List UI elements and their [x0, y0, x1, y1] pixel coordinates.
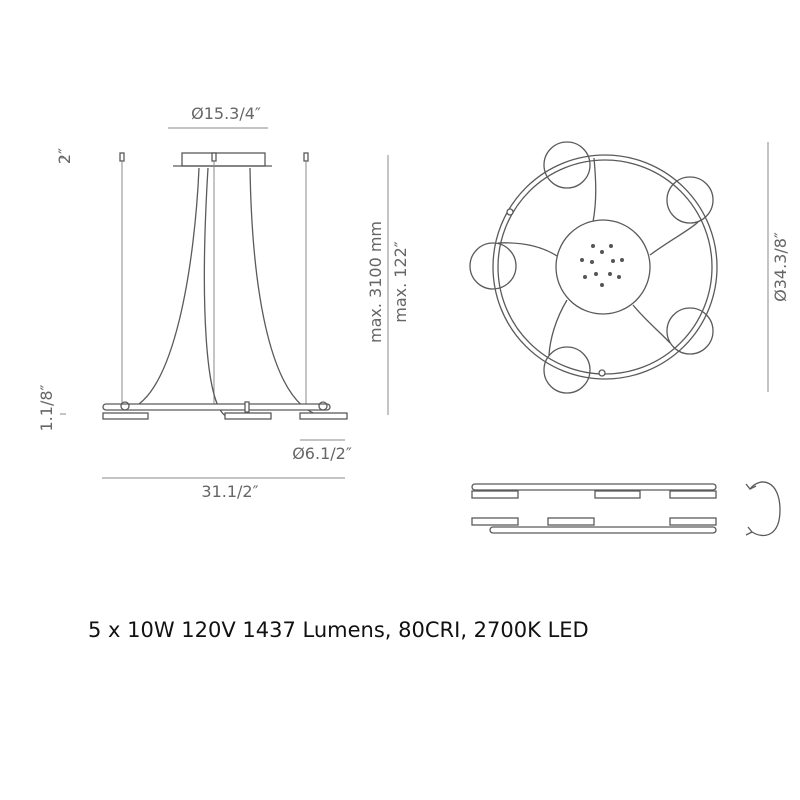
- light-disc: [299, 412, 348, 420]
- ring-joint: [506, 208, 514, 216]
- ring-outer: [492, 154, 718, 380]
- canopy-height-label: 2″: [55, 148, 74, 164]
- light-disc: [224, 412, 272, 420]
- ring-clip: [120, 401, 130, 411]
- max-drop-mm-label: max. 3100 mm: [366, 221, 385, 343]
- ring-clip: [244, 401, 250, 413]
- light-disc: [547, 517, 595, 526]
- top-view: Ø34.3/8″: [469, 141, 790, 394]
- specs-caption: 5 x 10W 120V 1437 Lumens, 80CRI, 2700K L…: [88, 618, 589, 642]
- shade-diameter-label: Ø6.1/2″: [292, 444, 352, 463]
- arm-cable: [548, 299, 568, 356]
- lamp-head: [666, 307, 714, 355]
- canopy-diameter-label: Ø15.3/4″: [191, 104, 261, 123]
- ring-clip: [318, 401, 328, 411]
- light-disc: [102, 412, 149, 420]
- rotate-icon: [745, 481, 781, 537]
- ceiling-anchor: [211, 152, 217, 162]
- lamp-head: [543, 141, 591, 189]
- overall-width-label: 31.1/2″: [201, 482, 258, 501]
- lamp-head: [543, 346, 591, 394]
- lamp-head: [666, 176, 714, 224]
- fixture-height-label: 1.1/8″: [37, 384, 56, 431]
- power-cable: [249, 167, 323, 417]
- ceiling-anchor: [119, 152, 125, 162]
- light-disc: [471, 517, 519, 526]
- light-disc: [669, 517, 717, 526]
- side-view-upright: [471, 483, 717, 499]
- ring-bar: [489, 526, 717, 534]
- power-cable: [203, 167, 227, 417]
- arm-cable: [592, 157, 597, 223]
- light-disc: [471, 490, 519, 499]
- side-view-inverted: [471, 517, 717, 534]
- arm-cable: [649, 221, 699, 256]
- ring-bar: [102, 403, 331, 411]
- ring-joint: [598, 369, 606, 377]
- ring-diameter-label: Ø34.3/8″: [771, 232, 790, 302]
- canopy-holes: [580, 244, 624, 287]
- lamp-head: [469, 242, 517, 290]
- front-view: Ø15.3/4″ max. 3100 mm max. 122″ 2″ 1.1/8…: [37, 104, 410, 501]
- ring-bar: [471, 483, 717, 491]
- max-drop-in-label: max. 122″: [391, 241, 410, 323]
- light-disc: [594, 490, 641, 499]
- power-cable: [125, 167, 200, 411]
- arm-cable: [632, 304, 671, 344]
- ceiling-anchor: [303, 152, 309, 162]
- canopy: [181, 152, 266, 167]
- arm-cable: [497, 242, 558, 257]
- canopy-top: [555, 219, 651, 315]
- light-disc: [669, 490, 717, 499]
